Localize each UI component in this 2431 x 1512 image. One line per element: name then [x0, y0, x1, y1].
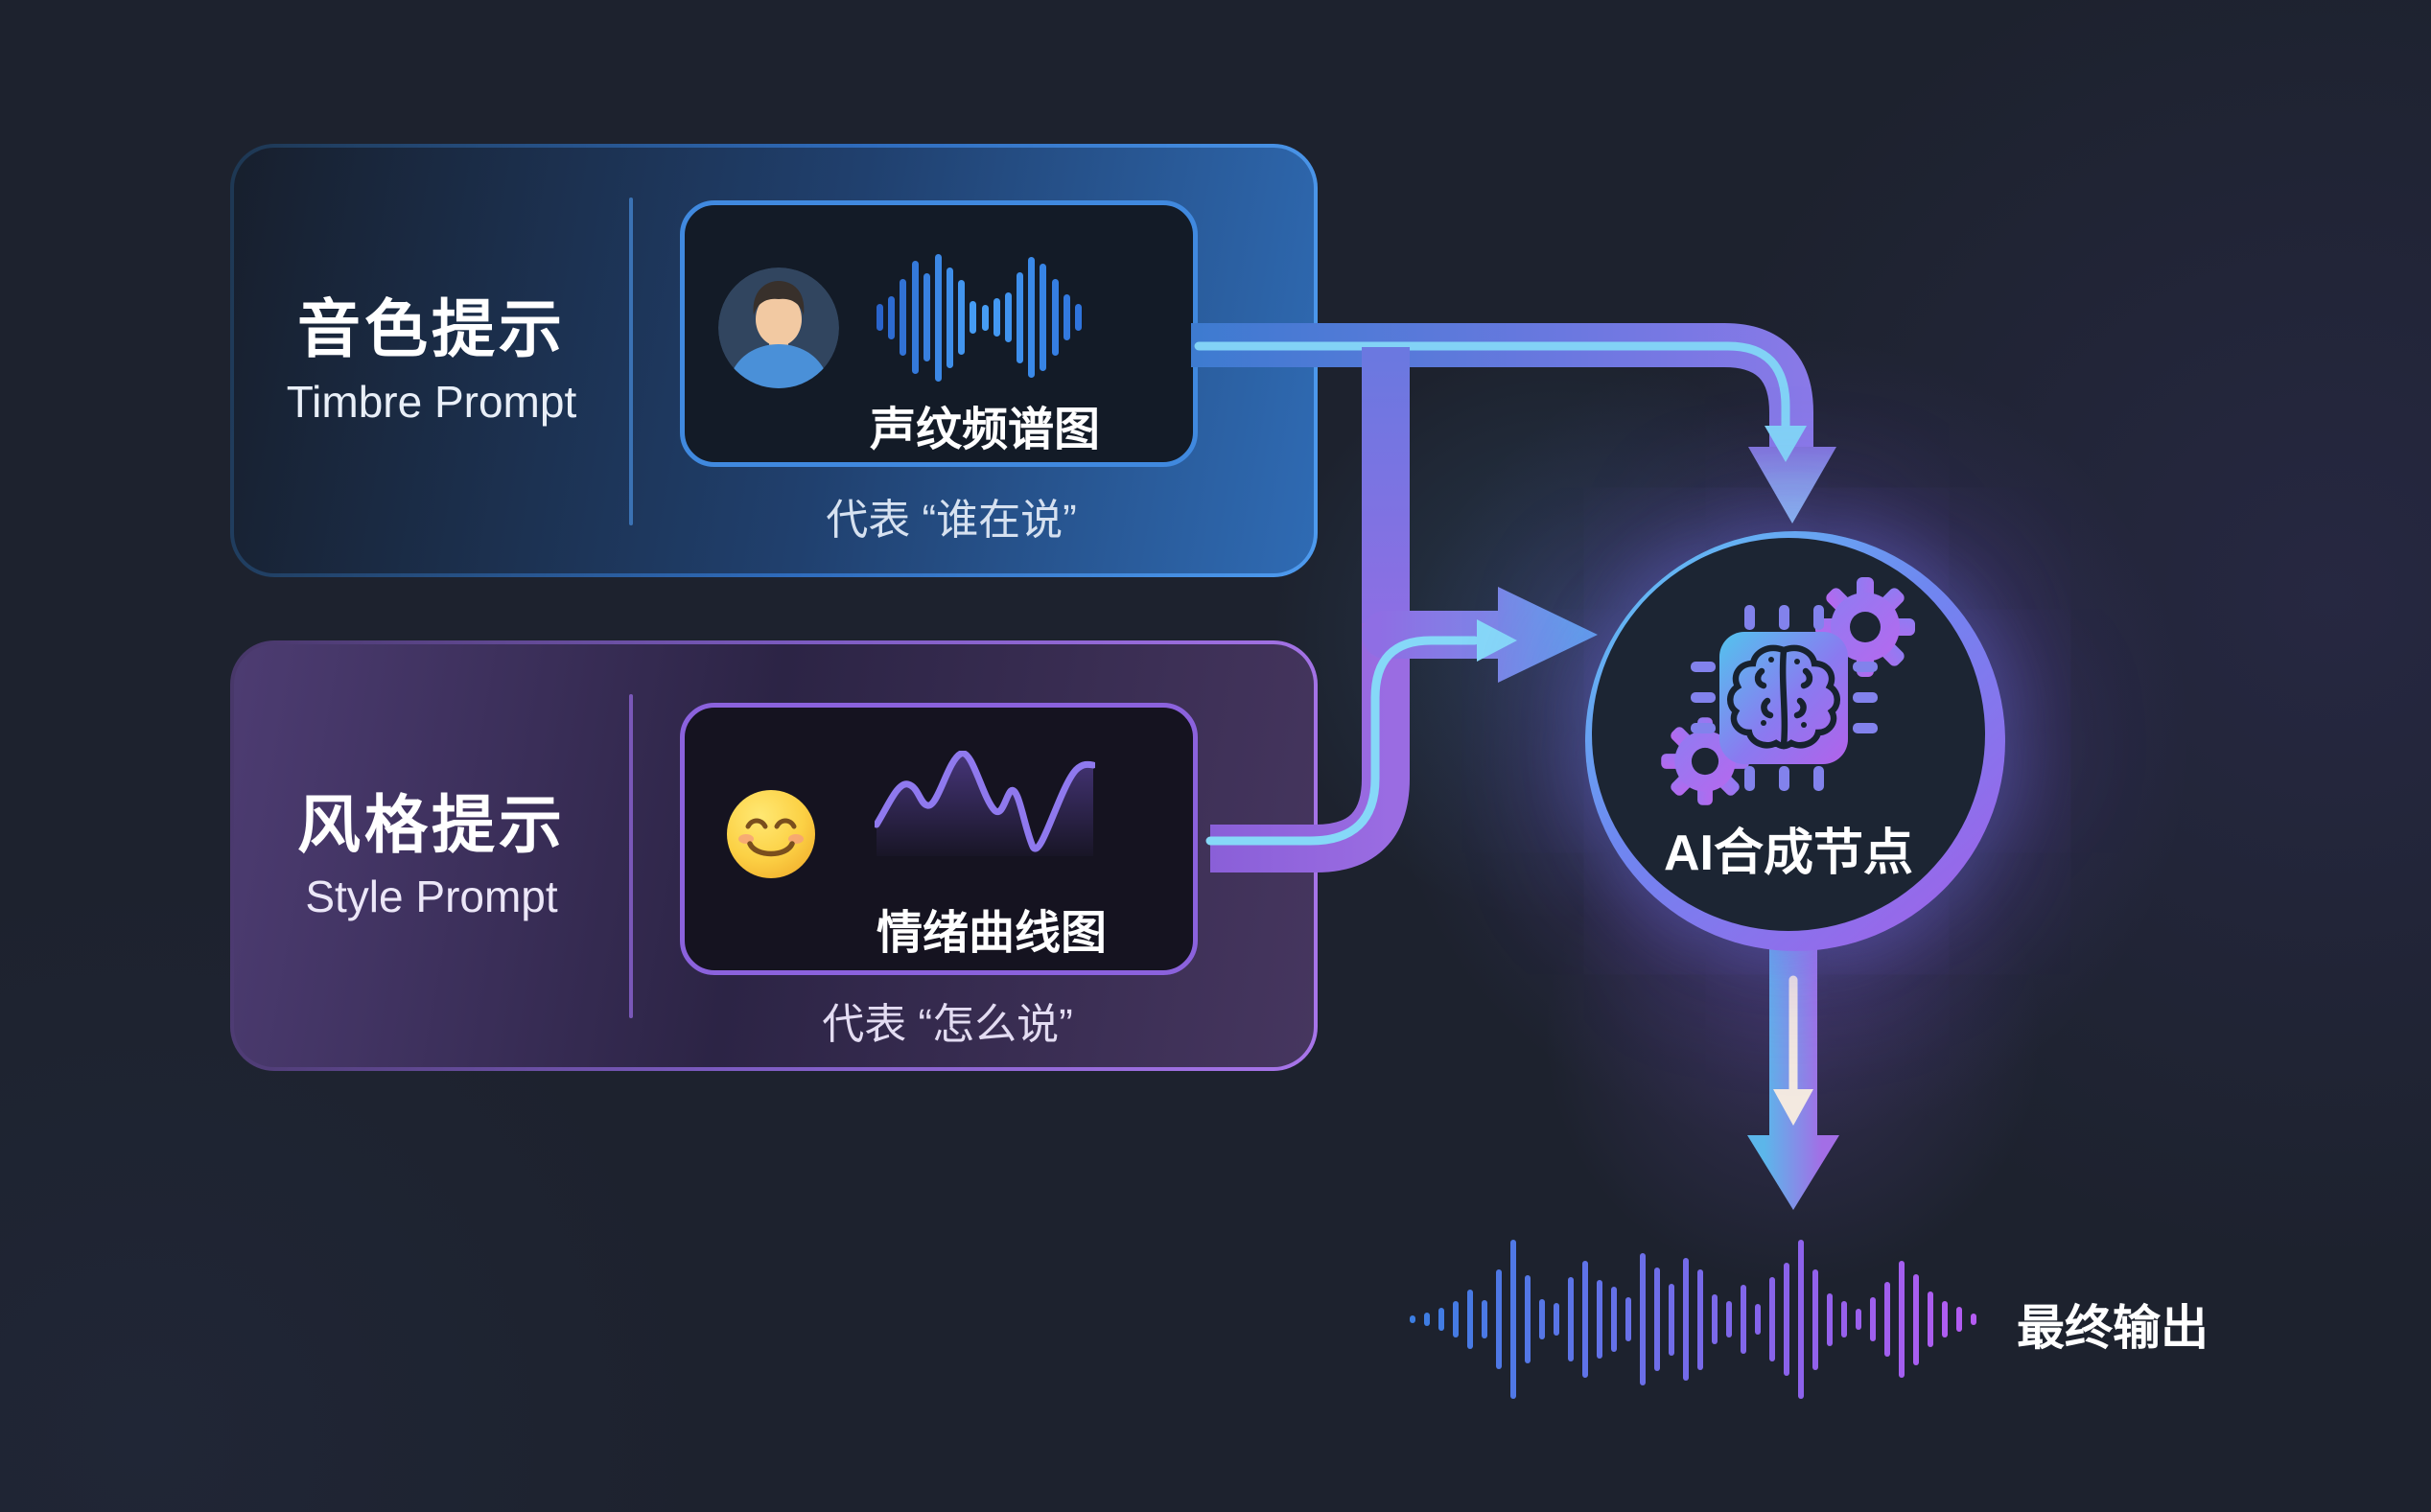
waveform-bar	[1856, 1309, 1861, 1330]
waveform-bar	[1554, 1303, 1559, 1336]
waveform-bar	[1755, 1304, 1761, 1335]
waveform-bar	[1496, 1269, 1502, 1369]
style-subtitle: Style Prompt	[305, 872, 558, 922]
emotion-card-label: 情绪曲线图	[876, 908, 1108, 959]
waveform-bar	[1438, 1308, 1444, 1331]
waveform-bar	[1453, 1301, 1459, 1338]
waveform-bar	[1582, 1261, 1588, 1378]
final-output-label: 最终输出	[2017, 1301, 2209, 1355]
waveform-bar	[1784, 1263, 1789, 1376]
waveform-bar	[877, 304, 883, 331]
emotion-curve-icon	[875, 751, 1095, 856]
brain-glyph	[1727, 644, 1840, 750]
waveform-bar	[1928, 1291, 1933, 1347]
waveform-bar	[958, 280, 966, 355]
style-label-group: 风格提示 Style Prompt	[234, 789, 629, 923]
chip-pins	[1691, 605, 1878, 791]
waveform-bar	[1741, 1285, 1746, 1354]
waveform-bar	[1063, 294, 1070, 340]
waveform-bar	[1410, 1315, 1415, 1323]
waveform-bar	[1712, 1294, 1718, 1344]
waveform-bar	[1798, 1240, 1804, 1399]
arrow-node-to-output	[1747, 932, 1839, 1210]
waveform-bar	[1028, 257, 1036, 378]
waveform-bar	[993, 298, 1000, 337]
final-output-waveform	[1410, 1237, 1979, 1402]
ai-synthesis-node-fill: AI合成节点	[1592, 538, 1985, 931]
waveform-bar	[1597, 1280, 1602, 1359]
waveform-bar	[1669, 1283, 1674, 1356]
waveform-bar	[1971, 1314, 1976, 1325]
timbre-title: 音色提示	[297, 293, 566, 365]
waveform-bar	[1654, 1268, 1660, 1371]
waveform-bar	[1870, 1297, 1876, 1341]
waveform-bar	[1841, 1301, 1847, 1338]
style-prompt-box-fill: 风格提示 Style Prompt	[234, 644, 1314, 1067]
timbre-label-group: 音色提示 Timbre Prompt	[234, 293, 629, 428]
brain-chip-icon	[1661, 577, 1915, 805]
waveform-bar	[1510, 1240, 1516, 1399]
waveform-bar	[947, 267, 954, 368]
waveform-bar	[1611, 1287, 1617, 1352]
waveform-bar	[1568, 1277, 1574, 1361]
waveform-bar	[923, 273, 930, 361]
waveform-bar	[1051, 279, 1059, 356]
waveform-bar	[1625, 1297, 1631, 1341]
waveform-bar	[970, 301, 977, 334]
waveform-bar	[911, 261, 919, 374]
waveform-bar	[1640, 1253, 1646, 1385]
waveform-bar	[1942, 1301, 1948, 1338]
smiling-face-emoji-icon	[727, 790, 815, 878]
waveform-bar	[1884, 1282, 1890, 1357]
waveform-bar	[888, 295, 896, 339]
style-divider	[629, 694, 633, 1018]
waveform-bar	[1004, 292, 1012, 342]
timbre-prompt-box-fill: 音色提示 Timbre Prompt	[234, 148, 1314, 573]
style-caption: 代表 “怎么说”	[822, 1001, 1073, 1048]
waveform-bar	[934, 253, 942, 382]
timbre-divider	[629, 198, 633, 525]
brain-dots	[1761, 657, 1807, 728]
waveform-bar	[1683, 1258, 1689, 1381]
waveform-bar	[1467, 1290, 1473, 1349]
ai-synthesis-node: AI合成节点	[1585, 531, 2005, 951]
voiceprint-card-label: 声纹频谱图	[869, 405, 1101, 455]
style-prompt-box: 风格提示 Style Prompt	[230, 640, 1318, 1071]
waveform-bar	[1040, 264, 1047, 371]
waveform-bar	[1913, 1273, 1919, 1365]
waveform-bar	[1424, 1313, 1430, 1326]
voice-waveform-icon	[877, 249, 1082, 385]
waveform-bar	[1769, 1277, 1775, 1361]
waveform-bar	[1697, 1268, 1703, 1370]
emotion-card: 情绪曲线图	[680, 703, 1198, 975]
waveform-bar	[1074, 304, 1082, 331]
timbre-prompt-box: 音色提示 Timbre Prompt	[230, 144, 1318, 577]
waveform-bar	[1956, 1307, 1962, 1332]
speaker-avatar-icon	[718, 268, 839, 388]
waveform-bar	[1525, 1275, 1531, 1363]
waveform-bar	[1017, 271, 1024, 363]
waveform-bar	[1899, 1261, 1905, 1378]
waveform-bar	[981, 304, 989, 331]
waveform-bar	[1482, 1300, 1487, 1338]
style-title: 风格提示	[297, 788, 566, 860]
timbre-caption: 代表 “谁在说”	[826, 497, 1077, 544]
waveform-bar	[1827, 1292, 1833, 1346]
waveform-bar	[900, 279, 907, 356]
waveform-bar	[1539, 1299, 1545, 1339]
voiceprint-card: 声纹频谱图	[680, 200, 1198, 467]
timbre-subtitle: Timbre Prompt	[286, 376, 577, 427]
waveform-bar	[1726, 1301, 1732, 1338]
ai-node-label: AI合成节点	[1663, 826, 1914, 881]
waveform-bar	[1812, 1268, 1818, 1370]
